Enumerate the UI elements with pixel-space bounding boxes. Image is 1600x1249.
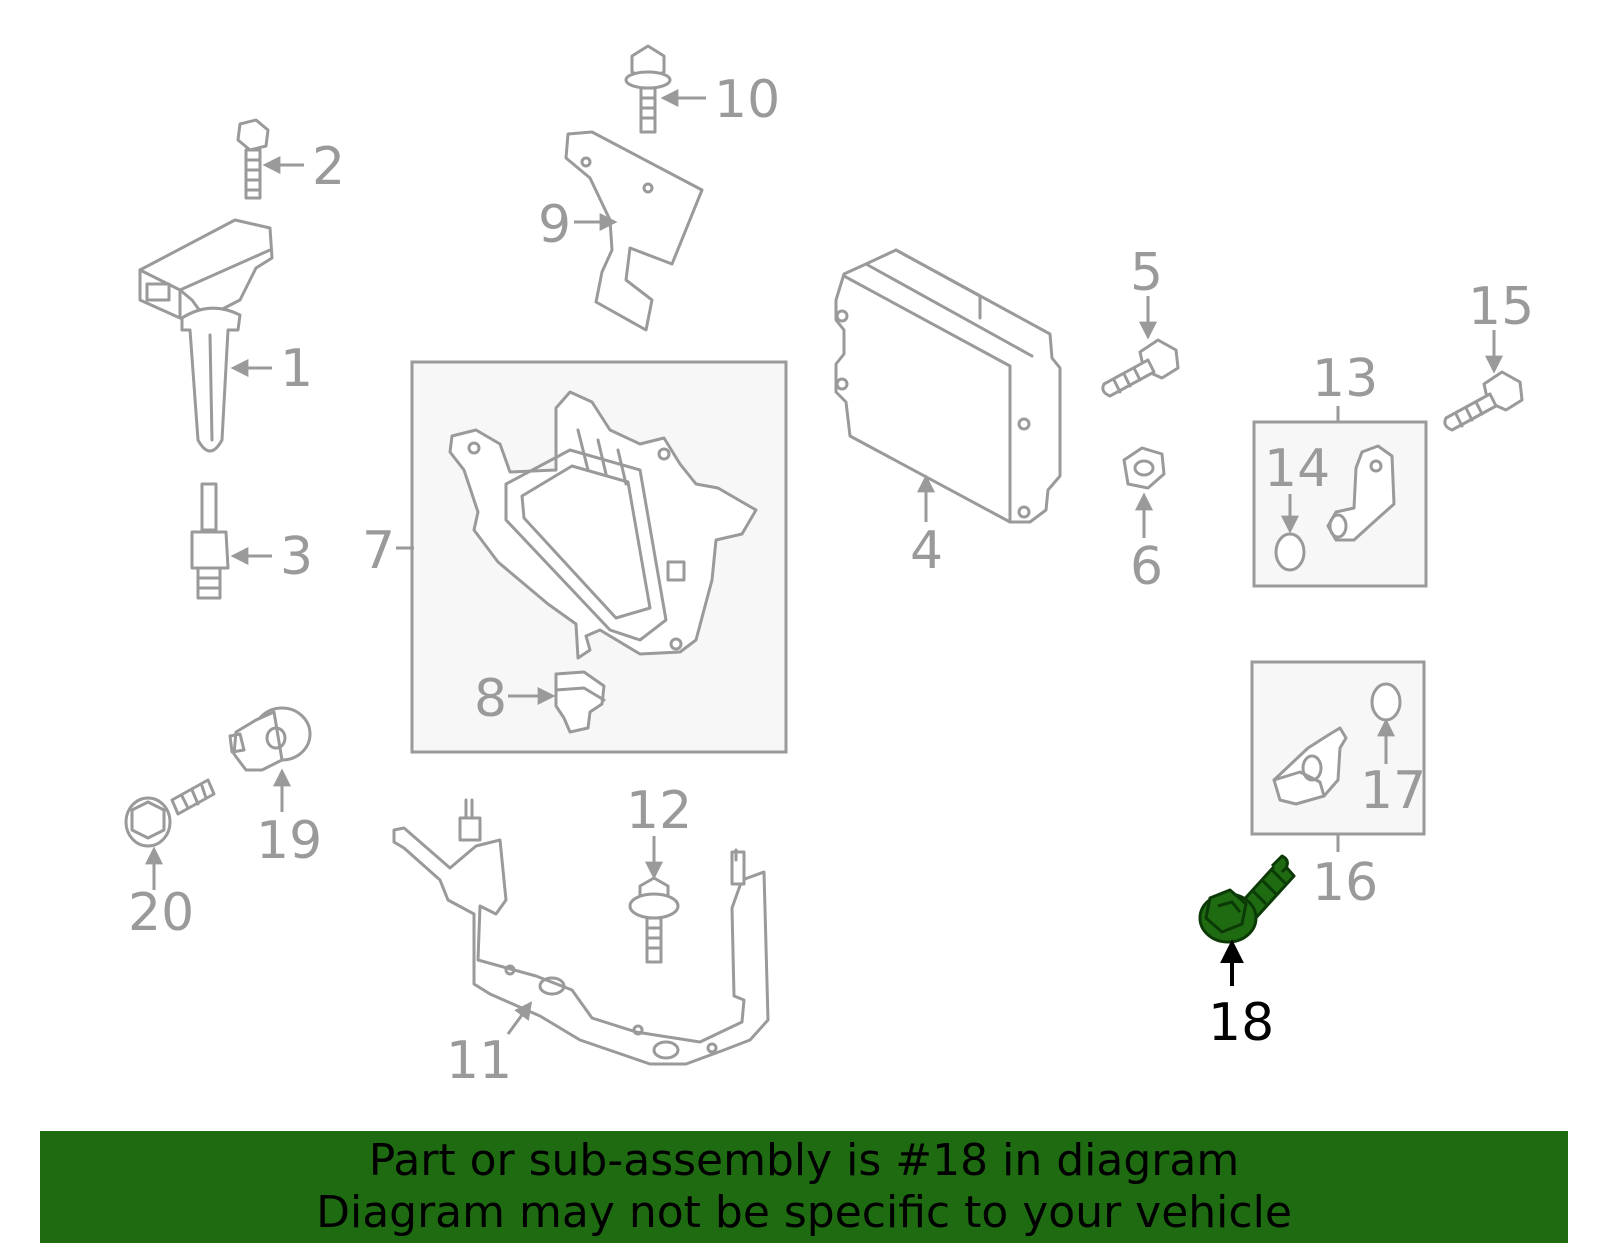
part-5-bolt[interactable] — [1101, 338, 1180, 398]
callout-18: 18 — [1208, 993, 1274, 1053]
banner-line-2: Diagram may not be specific to your vehi… — [316, 1187, 1292, 1238]
callout-11: 11 — [446, 1031, 512, 1091]
callout-14: 14 — [1264, 439, 1330, 499]
callout-17: 17 — [1360, 761, 1426, 821]
part-12-stud-bolt[interactable] — [628, 876, 680, 964]
callout-3: 3 — [280, 527, 313, 587]
part-6-nut[interactable] — [1122, 446, 1166, 490]
part-9-bracket[interactable] — [564, 130, 704, 332]
callout-6: 6 — [1130, 537, 1163, 597]
part-18-bolt-highlighted[interactable] — [1198, 854, 1296, 944]
callout-15: 15 — [1468, 277, 1534, 337]
part-2-bolt[interactable] — [236, 118, 270, 200]
callout-20: 20 — [128, 883, 194, 943]
callout-7: 7 — [362, 521, 395, 581]
callout-2: 2 — [312, 137, 345, 197]
part-3-spark-plug[interactable] — [190, 482, 230, 600]
callout-8: 8 — [474, 669, 507, 729]
callout-16: 16 — [1312, 853, 1378, 913]
banner-line-1: Part or sub-assembly is #18 in diagram — [368, 1135, 1240, 1186]
callout-13: 13 — [1312, 349, 1378, 409]
part-14-o-ring[interactable] — [1274, 532, 1306, 572]
part-7-ecm-bracket[interactable] — [448, 390, 758, 660]
part-16-sensor[interactable] — [1272, 726, 1348, 806]
part-10-bolt[interactable] — [624, 44, 672, 134]
callout-12: 12 — [626, 781, 692, 841]
part-13-sensor[interactable] — [1326, 444, 1396, 542]
part-19-knock-sensor[interactable] — [228, 706, 312, 772]
callout-9: 9 — [538, 195, 571, 255]
part-4-engine-control-module[interactable] — [834, 248, 1062, 524]
part-8-clip[interactable] — [554, 670, 606, 734]
callout-19: 19 — [256, 811, 322, 871]
part-1-ignition-coil[interactable] — [138, 218, 274, 453]
callout-4: 4 — [910, 521, 943, 581]
info-banner: Part or sub-assembly is #18 in diagram D… — [40, 1131, 1568, 1243]
part-17-o-ring[interactable] — [1370, 682, 1402, 722]
part-11-lower-bracket[interactable] — [392, 798, 770, 1066]
part-15-bolt[interactable] — [1443, 370, 1524, 432]
callout-1: 1 — [280, 339, 313, 399]
callout-5: 5 — [1130, 243, 1163, 303]
callout-10: 10 — [714, 70, 780, 130]
callout-11-arrow — [506, 1001, 533, 1035]
part-20-bolt[interactable] — [124, 778, 216, 848]
